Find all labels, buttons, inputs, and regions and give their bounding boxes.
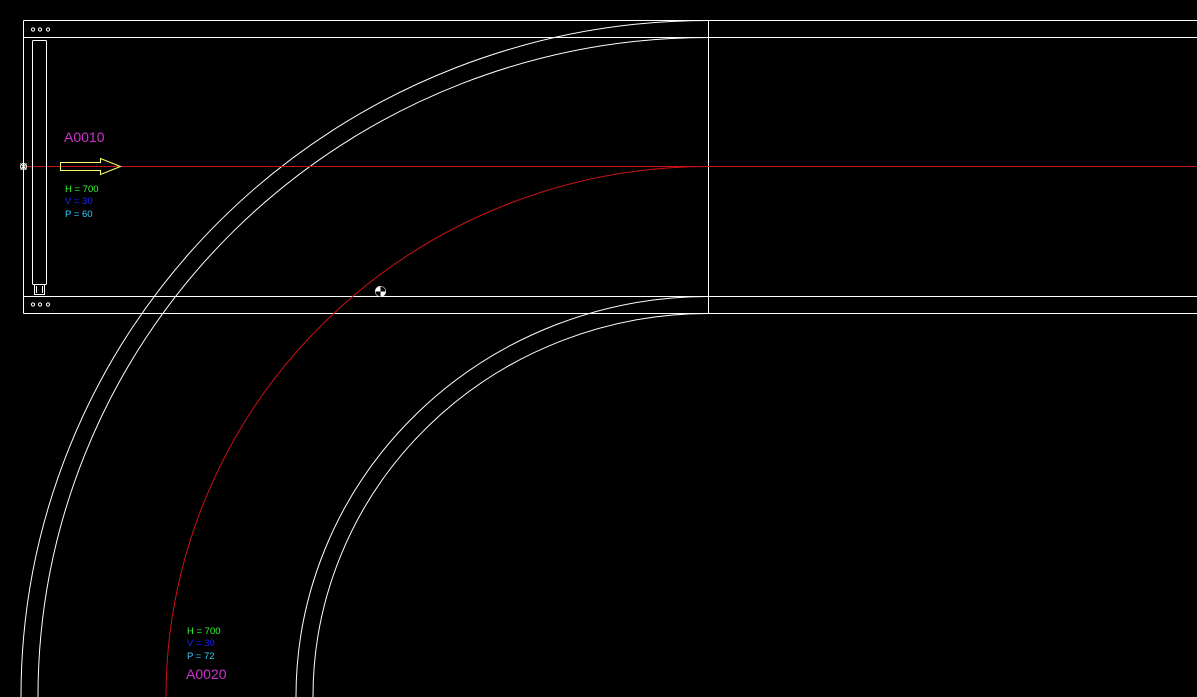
segment-label-a0020[interactable]: H = 700 V = 30 P = 72 A0020	[186, 626, 227, 682]
param-h: H = 700	[187, 626, 221, 637]
curve-inner-rail-2	[312, 313, 709, 697]
segment-id: A0020	[186, 666, 227, 682]
segment-label-a0010[interactable]: A0010 H = 700 V = 30 P = 60	[64, 129, 105, 220]
direction-arrow-icon[interactable]	[60, 157, 122, 176]
roller-icon[interactable]	[32, 40, 47, 295]
centerline-curve	[165, 166, 709, 697]
centerline[interactable]	[23, 166, 1197, 697]
param-p: P = 60	[65, 209, 93, 220]
param-p: P = 72	[187, 651, 215, 662]
node-marker-icon[interactable]	[20, 163, 27, 170]
param-v: V = 30	[187, 638, 215, 649]
curve-outer-rail-2	[37, 37, 709, 697]
corner-dots-top	[30, 27, 51, 32]
curve-section[interactable]	[20, 20, 709, 697]
target-marker-icon[interactable]	[375, 286, 386, 297]
param-h: H = 700	[65, 184, 99, 195]
corner-dots-bottom	[30, 302, 51, 307]
param-v: V = 30	[65, 196, 93, 207]
curve-inner-rail-1	[295, 296, 709, 697]
curve-outer-rail-1	[20, 20, 709, 697]
segment-id: A0010	[64, 129, 105, 145]
